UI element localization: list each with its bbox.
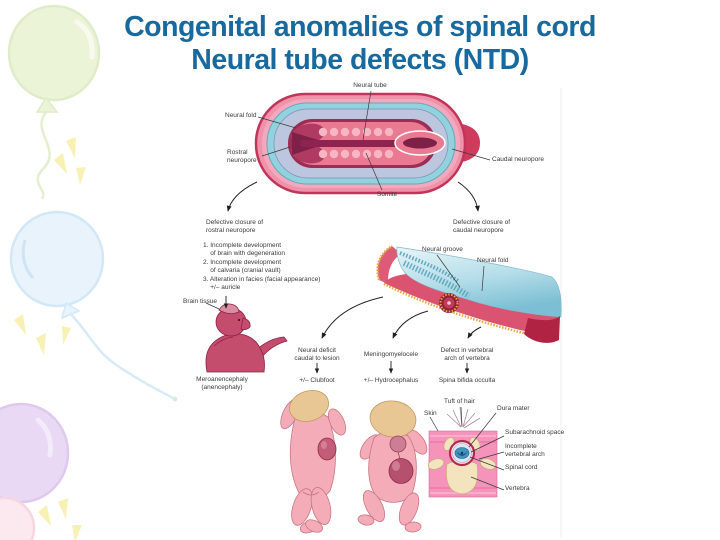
label-neural-tube: Neural tube: [353, 82, 387, 89]
rostral-consequences-list: 1. Incomplete development of brain with …: [203, 242, 321, 292]
baby-meningomyelocele-illustration: [357, 400, 428, 533]
sparkle-cluster-icon: [14, 314, 71, 355]
baby-clubfoot-illustration: [280, 390, 347, 534]
header-defective-caudal: Defective closure of caudal neuropore: [453, 219, 511, 235]
label-rostral-neuropore: Rostral neuropore: [227, 149, 257, 165]
label-skin: Skin: [424, 410, 437, 417]
label-tuft-of-hair: Tuft of hair: [444, 398, 475, 405]
slide-title-line2: Neural tube defects (NTD): [191, 43, 529, 76]
leader-lines: [205, 90, 505, 491]
label-neural-fold-2: Neural fold: [477, 257, 509, 264]
sparkle-cluster-icon: [38, 498, 82, 540]
label-spinal-cord: Spinal cord: [505, 464, 538, 471]
label-somite: Somite: [377, 191, 398, 198]
caption-meroanencephaly: Meroanencephaly (anencephaly): [196, 376, 248, 392]
result-clubfoot: +/– Clubfoot: [299, 377, 335, 384]
sparkle-cluster-icon: [54, 137, 86, 185]
neural-groove-illustration: [376, 244, 562, 343]
label-vertebra: Vertebra: [505, 485, 530, 492]
label-neural-groove: Neural groove: [422, 246, 463, 253]
balloon-green-icon: [7, 4, 101, 200]
slide-title-line1: Congenital anomalies of spinal cord: [124, 11, 596, 43]
embryo-illustration: [254, 92, 480, 195]
balloon-pink-icon: [0, 496, 36, 540]
balloon-purple-icon: [0, 402, 70, 504]
header-defective-rostral: Defective closure of rostral neuropore: [206, 219, 264, 235]
slide-title: Congenital anomalies of spinal cord Neur…: [0, 11, 720, 77]
outcome-meningomyelocele: Meningomyelocele: [363, 351, 419, 358]
flow-arrows: [223, 181, 482, 374]
result-spina-bifida: Spina bifida occulta: [438, 377, 496, 384]
label-brain-tissue: Brain tissue: [183, 298, 217, 305]
balloon-blue-icon: [9, 210, 178, 402]
result-hydrocephalus: +/– Hydrocephalus: [363, 377, 419, 384]
spina-bifida-cross-section-illustration: [427, 406, 498, 498]
outcome-neural-deficit: Neural deficit caudal to lesion: [294, 347, 340, 363]
label-caudal-neuropore: Caudal neuropore: [492, 156, 545, 163]
label-incomplete-arch: Incomplete vertebral arch: [505, 443, 545, 459]
label-neural-fold: Neural fold: [225, 112, 257, 119]
label-subarachnoid: Subarachnoid space: [505, 429, 565, 436]
label-dura-mater: Dura mater: [497, 405, 530, 412]
anencephaly-fetus-illustration: [205, 303, 288, 373]
outcome-vertebral-defect: Defect in vertebral arch of vertebra: [440, 347, 494, 363]
